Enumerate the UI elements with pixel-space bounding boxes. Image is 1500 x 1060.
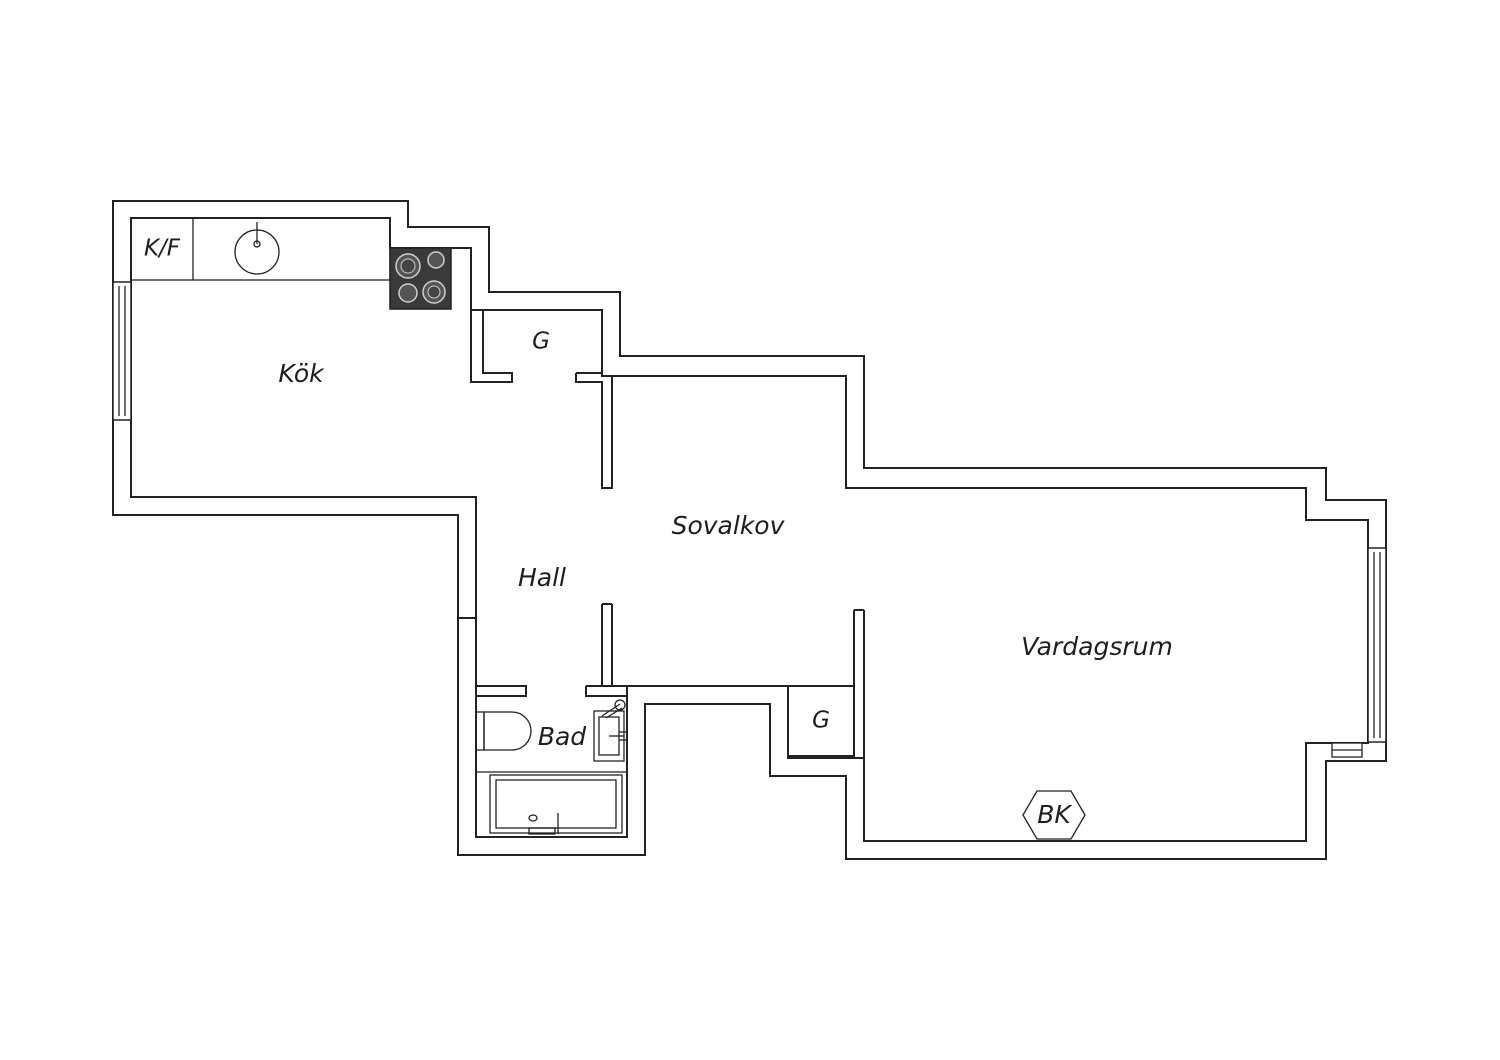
closet-upper-walls — [470, 310, 513, 383]
window-icon — [112, 281, 132, 421]
closet-label-lower: G — [812, 708, 830, 734]
room-label-sovalkov: Sovalkov — [672, 511, 786, 540]
vardagsrum-partition — [853, 609, 865, 758]
bathroom-walls — [476, 685, 627, 697]
bathtub-icon — [476, 771, 627, 835]
fridge-freezer-label: K/F — [144, 236, 181, 262]
washbasin-icon — [593, 699, 627, 762]
room-label-kok: Kök — [278, 359, 325, 388]
fireplace-label: BK — [1037, 800, 1073, 829]
window-icon — [1331, 547, 1387, 758]
sovalkov-partition-lower — [601, 603, 613, 686]
fireplace-icon — [1022, 790, 1086, 840]
closet-label-upper: G — [532, 329, 550, 355]
closet-lower-walls — [788, 685, 854, 757]
room-label-hall: Hall — [518, 563, 566, 592]
sink-icon — [234, 222, 280, 275]
toilet-icon — [475, 711, 532, 751]
room-label-vardagsrum: Vardagsrum — [1021, 632, 1173, 661]
closet-upper-walls-right — [575, 373, 613, 489]
room-label-bad: Bad — [538, 722, 586, 751]
stove-icon — [389, 247, 452, 310]
